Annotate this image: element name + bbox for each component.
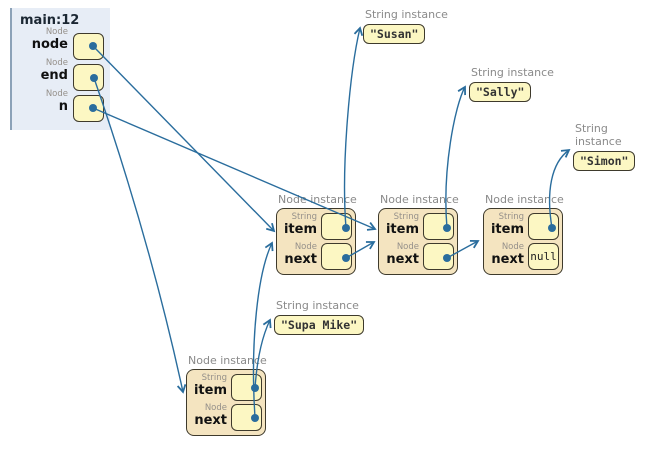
field-labels: String item (194, 373, 227, 401)
variable-type-label: Node (45, 58, 68, 68)
pointer-box-node (73, 33, 104, 60)
pointer-box-next (423, 243, 454, 270)
node-box: String item Node next (378, 208, 458, 275)
string-value: "Simon" (573, 151, 636, 171)
variable-labels: Node n (46, 89, 68, 124)
field-row-item: String item (187, 373, 262, 401)
variable-name: n (58, 99, 68, 114)
string-instance-label: String instance (365, 8, 448, 21)
field-name: item (283, 222, 317, 237)
field-name: next (284, 252, 317, 267)
field-labels: Node next (284, 242, 317, 270)
field-type-label: String (201, 373, 227, 383)
string-instance-susan: String instance "Susan" (363, 8, 448, 44)
pointer-box-end (73, 64, 104, 91)
node-box: String item Node next (186, 369, 266, 436)
string-instance-label: String instance (575, 122, 622, 148)
string-value: "Sally" (469, 82, 532, 102)
node-instance-label: Node instance (380, 193, 459, 206)
node-instance-label: Node instance (188, 354, 267, 367)
variable-labels: Node node (32, 27, 68, 62)
node-box: String item Node next (276, 208, 356, 275)
string-instance-simon: String instance "Simon" (573, 122, 636, 171)
node-instance-4: Node instance String item Node next (186, 354, 267, 436)
field-row-next: Node next (277, 242, 352, 270)
variable-labels: Node end (41, 58, 68, 93)
field-row-item: String item (379, 212, 454, 240)
frame-title: main:12 (20, 13, 80, 28)
pointer-box-item (321, 213, 352, 240)
pointer-box-item (528, 213, 559, 240)
node-instance-1: Node instance String item Node next (276, 193, 357, 275)
field-labels: Node next (194, 403, 227, 431)
node-box: String item Node next null (483, 208, 563, 275)
field-name: next (491, 252, 524, 267)
field-labels: String item (386, 212, 419, 240)
variable-type-label: Node (45, 89, 68, 99)
field-name: next (194, 413, 227, 428)
string-value: "Supa Mike" (274, 315, 365, 335)
variable-type-label: Node (45, 27, 68, 37)
field-row-next: Node next (379, 242, 454, 270)
field-row-item: String item (277, 212, 352, 240)
stack-frame-main: main:12 Node node Node end Node n (10, 8, 110, 130)
field-row-next: Node next (187, 403, 262, 431)
field-type-label: Node (396, 242, 419, 252)
field-name: next (386, 252, 419, 267)
field-type-label: Node (204, 403, 227, 413)
variable-name: end (40, 68, 68, 83)
field-type-label: String (393, 212, 419, 222)
field-row-item: String item (484, 212, 559, 240)
pointer-box-n (73, 95, 104, 122)
field-type-label: String (498, 212, 524, 222)
node-instance-label: Node instance (278, 193, 357, 206)
pointer-box-item (423, 213, 454, 240)
field-name: item (193, 383, 227, 398)
node-instance-label: Node instance (485, 193, 564, 206)
string-instance-supa-mike: String instance "Supa Mike" (274, 299, 365, 335)
field-type-label: Node (294, 242, 317, 252)
field-type-label: String (291, 212, 317, 222)
string-instance-label: String instance (276, 299, 359, 312)
null-value-box: null (528, 243, 559, 270)
pointer-box-next (231, 404, 262, 431)
node-instance-2: Node instance String item Node next (378, 193, 459, 275)
string-instance-label: String instance (471, 66, 554, 79)
pointer-box-item (231, 374, 262, 401)
field-labels: String item (491, 212, 524, 240)
field-row-next: Node next null (484, 242, 559, 270)
string-instance-sally: String instance "Sally" (469, 66, 554, 102)
field-type-label: Node (501, 242, 524, 252)
pointer-box-next (321, 243, 352, 270)
variable-name: node (31, 37, 68, 52)
field-labels: String item (284, 212, 317, 240)
string-value: "Susan" (363, 24, 426, 44)
variable-row-n: Node n (12, 89, 104, 124)
field-labels: Node next (386, 242, 419, 270)
node-instance-3: Node instance String item Node next null (483, 193, 564, 275)
field-name: item (385, 222, 419, 237)
arrow-node-to-node1 (92, 45, 276, 233)
field-labels: Node next (491, 242, 524, 270)
field-name: item (490, 222, 524, 237)
